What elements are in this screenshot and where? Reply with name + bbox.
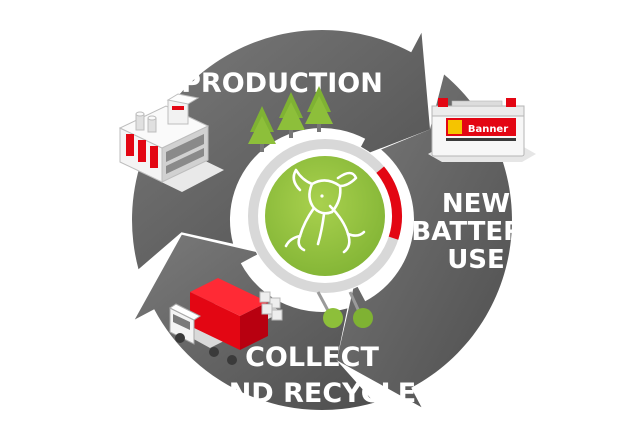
bull-icon (284, 168, 366, 254)
trees-icon (248, 86, 333, 152)
stage-label-battery: BATTERY (411, 217, 541, 247)
tree-icon (277, 92, 305, 138)
stage-label-new: NEW (442, 189, 510, 219)
center-badge (247, 138, 403, 294)
green-ball (353, 308, 373, 328)
factory-icon (118, 93, 224, 192)
progress-arc-red (376, 166, 402, 240)
stage-label-production: PRODUCTION (181, 68, 383, 99)
stage-label-collect: COLLECT (245, 342, 379, 373)
center-stand (316, 291, 373, 328)
battery-icon: Banner (428, 98, 536, 162)
battery-brand-text: Banner (468, 124, 508, 135)
tree-icon (248, 106, 276, 152)
tree-icon (305, 86, 333, 132)
truck-icon (169, 278, 283, 365)
stage-label-use: USE (447, 245, 505, 275)
stage-label-and-recycle: AND RECYCLE (208, 378, 416, 409)
arrow-production (132, 29, 430, 270)
green-ball (323, 308, 343, 328)
